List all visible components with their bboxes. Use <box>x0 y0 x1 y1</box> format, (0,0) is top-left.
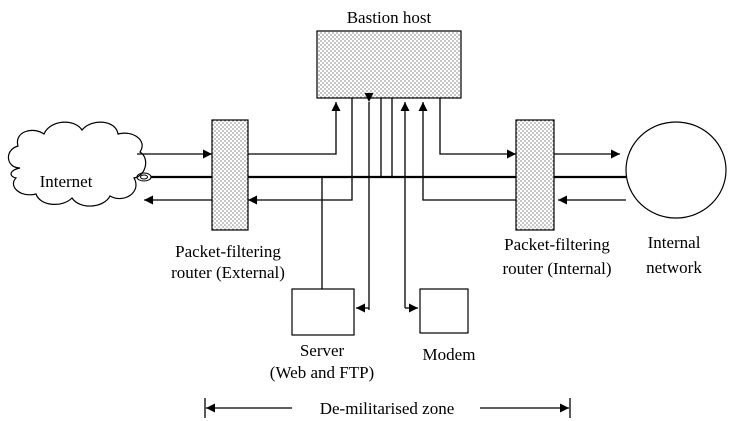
modem-box <box>419 288 469 334</box>
router-internal-label-1: Packet-filtering <box>504 235 610 254</box>
internal-network-circle <box>625 121 727 219</box>
dmz-label: De-militarised zone <box>320 399 455 418</box>
internet-label: Internet <box>40 172 93 191</box>
arrow-router-int-to-bastion <box>418 102 516 201</box>
internal-network-label-1: Internal <box>648 233 701 252</box>
router-external-label-2: router (External) <box>171 263 285 282</box>
modem-label: Modem <box>423 345 476 364</box>
arrow-bastion-to-router-ext <box>248 98 353 205</box>
router-external <box>211 119 249 231</box>
arrow-router-ext-to-bastion <box>248 102 341 155</box>
bastion-host-label: Bastion host <box>347 8 432 27</box>
server-label-2: (Web and FTP) <box>270 363 374 382</box>
router-external-label-1: Packet-filtering <box>175 242 281 261</box>
server-label-1: Server <box>300 341 345 360</box>
internal-network-label-2: network <box>646 258 702 277</box>
connector-coil <box>136 172 152 182</box>
router-internal-label-2: router (Internal) <box>502 259 611 278</box>
router-internal <box>515 119 555 231</box>
bastion-host-box <box>316 30 462 99</box>
internet-cloud <box>7 121 147 207</box>
server-box <box>291 288 355 336</box>
arrow-bastion-to-router-int <box>439 98 516 159</box>
